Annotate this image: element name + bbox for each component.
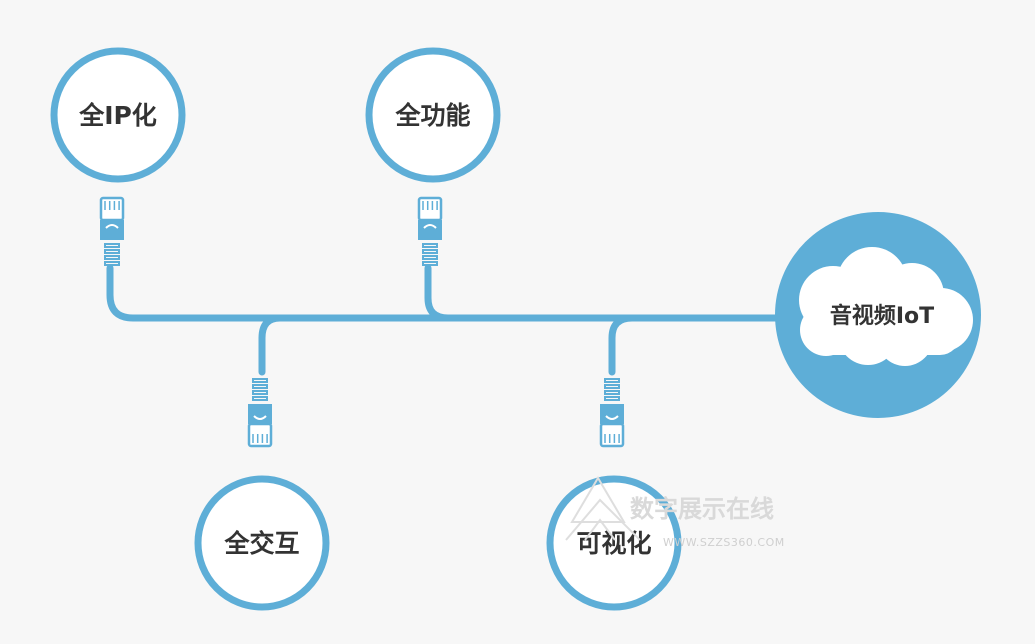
node-ring <box>50 47 186 183</box>
node-label: 全交互 <box>223 529 299 558</box>
node-ring <box>194 475 330 611</box>
connector-plug-icon <box>599 378 625 448</box>
connector-plug-icon <box>99 196 125 266</box>
watermark-title: 数字展示在线 <box>630 495 774 523</box>
connector-plug-icon <box>247 378 273 448</box>
node-full-ip: 全IP化 <box>50 47 186 183</box>
node-visualization: 可视化 <box>546 475 682 611</box>
watermark-logo-icon <box>565 476 641 541</box>
node-ring <box>365 47 501 183</box>
connector-plugs <box>99 196 625 448</box>
node-full-interaction: 全交互 <box>194 475 330 611</box>
node-full-function: 全功能 <box>365 47 501 183</box>
cable-visualization <box>608 314 636 376</box>
hub-label: 音视频IoT <box>830 303 934 329</box>
cable-full-function <box>424 264 452 322</box>
watermark-url: WWW.SZZS360.COM <box>663 536 785 549</box>
node-ring <box>546 475 682 611</box>
cloud-icon <box>799 247 973 366</box>
hub-iot-cloud: 音视频IoT <box>775 212 981 418</box>
connector-plug-icon <box>417 196 443 266</box>
watermark: 数字展示在线 WWW.SZZS360.COM <box>565 476 785 549</box>
node-label: 全IP化 <box>78 101 157 130</box>
cable-network <box>106 264 804 376</box>
node-label: 可视化 <box>576 529 651 558</box>
cable-full-interaction <box>258 314 284 376</box>
node-label: 全功能 <box>394 101 470 130</box>
main-bus-cable <box>106 264 804 322</box>
